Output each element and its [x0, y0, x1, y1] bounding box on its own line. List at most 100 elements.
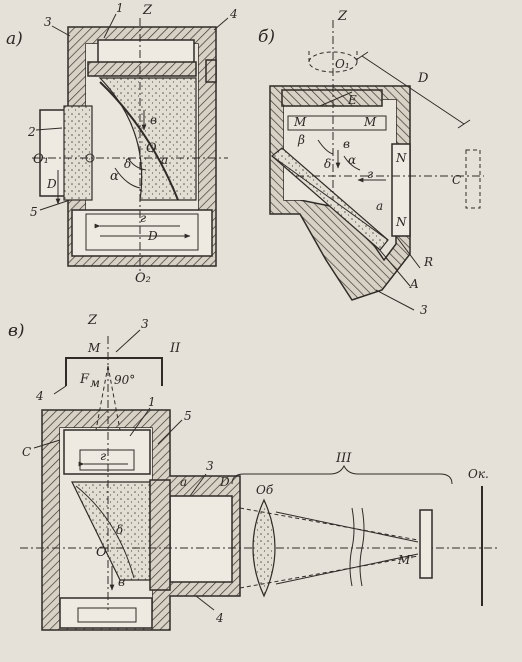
label-m-c: M	[87, 341, 101, 355]
label-a-b: a	[376, 199, 383, 213]
arc-delta-a	[127, 157, 147, 171]
leader-4top-c	[53, 385, 67, 395]
label-o1-b: O₁	[335, 57, 350, 71]
beam-lower2-c	[275, 553, 419, 585]
bottom-block-a	[71, 209, 213, 257]
panel-c-tag: в)	[8, 321, 25, 341]
break-mark2-c	[359, 507, 365, 587]
top-module-inner-c	[79, 449, 135, 471]
leader-a-b	[377, 247, 411, 287]
label-5-c: 5	[184, 409, 192, 423]
label-4-c: 4	[215, 611, 224, 625]
label-fm-sub-c: м	[90, 376, 100, 390]
label-ii-c: II	[169, 341, 181, 356]
bracket-top-c	[65, 357, 163, 386]
arc-beta-b	[317, 139, 334, 155]
e-ray-b	[319, 91, 353, 107]
top-mount-a	[87, 61, 197, 77]
leader-5-c	[157, 419, 183, 445]
break-mark1-c	[349, 507, 355, 587]
label-3top-c: 3	[141, 317, 149, 331]
n-block-b	[391, 143, 411, 237]
dim-d-line-b	[361, 55, 465, 125]
label-4top-c: 4	[35, 389, 44, 403]
bottom-plate-c	[59, 597, 153, 629]
label-r-b: R	[423, 255, 433, 269]
leader-4-c	[195, 595, 215, 611]
leader-c-c	[33, 439, 61, 449]
label-c-b: C	[452, 173, 461, 187]
left-lens-a	[63, 105, 93, 201]
label-aa-b: A	[409, 277, 419, 291]
label-g-b: г	[367, 167, 373, 181]
label-a-c: a	[180, 475, 187, 489]
arc-alpha-b	[343, 155, 361, 171]
label-iii-c: III	[335, 451, 352, 466]
label-b-b: в	[343, 137, 350, 151]
side-mount-c	[149, 479, 171, 591]
label-3-c: 3	[206, 459, 214, 473]
top-module-c	[63, 429, 151, 475]
panel-a-tag: а)	[6, 29, 23, 49]
label-beta-b: β	[297, 133, 305, 147]
label-b-c: в	[118, 575, 125, 589]
leader-3-c	[189, 473, 207, 497]
label-fm-c: F	[79, 372, 90, 387]
leader-1-a	[103, 13, 117, 39]
label-m2-b: M	[363, 115, 377, 129]
label-delta-a: δ	[124, 157, 131, 171]
label-o-a: O	[146, 141, 157, 156]
label-d-c: D	[219, 475, 230, 489]
label-d-left: D	[46, 177, 57, 191]
leader-3-b	[375, 289, 415, 311]
label-g-c: г	[100, 449, 106, 463]
label-alpha-b: α	[348, 153, 356, 167]
bottom-inner-a	[85, 213, 199, 251]
leader-2-a	[35, 127, 63, 131]
diagonal-edge-b	[271, 155, 389, 241]
label-n2-b: N	[395, 215, 407, 229]
label-d-bottom: D	[147, 229, 158, 243]
panel-b: б) Z O₁ E D M M β δ в α г a N N C R A 3	[258, 9, 484, 317]
beam-upper-c	[239, 507, 419, 541]
leader-5-a	[39, 199, 71, 211]
label-1-a: 1	[116, 1, 124, 15]
prism-curve-a	[99, 81, 179, 201]
panel-a: а) Z 1 3 4 2 5 O₁ D O O₂ α δ a в г D	[6, 1, 238, 286]
label-z-c: Z	[87, 313, 98, 328]
label-1-c: 1	[148, 395, 156, 409]
bottom-inner-c	[77, 607, 137, 623]
label-e-b: E	[347, 93, 357, 107]
c-box-b	[465, 149, 481, 209]
dim-d-tick1-b	[355, 51, 369, 61]
arc-alpha-a	[114, 167, 141, 189]
label-deg-c: 90°	[114, 373, 135, 387]
top-cover-b	[281, 89, 383, 107]
leader-r-b	[395, 235, 421, 269]
label-d-b: D	[417, 71, 429, 86]
label-ob-c: Об	[256, 483, 274, 497]
label-delta-b: δ	[324, 157, 331, 171]
label-n1-b: N	[395, 151, 407, 165]
dim-d-tick2-b	[457, 119, 471, 129]
right-nub-a	[205, 59, 217, 83]
label-5-a: 5	[30, 205, 38, 219]
label-2-a: 2	[27, 125, 36, 139]
brace-iii-c	[231, 464, 453, 485]
label-mprime-c: M'	[397, 553, 414, 567]
panel-c: в) Z 3 M F м 90° II 4 1 5 C г a 3 D III …	[8, 313, 500, 631]
label-o2-a: O₂	[135, 271, 151, 286]
focal-plate-c	[419, 509, 433, 579]
label-m1-b: M	[293, 115, 307, 129]
label-c-c: C	[22, 445, 31, 459]
label-delta-c: δ	[116, 523, 123, 537]
label-3-a: 3	[44, 15, 52, 29]
beam-upper2-c	[275, 511, 419, 543]
objective-lens-c	[252, 498, 276, 598]
leader-1-c	[129, 407, 151, 437]
prism-curve-c	[75, 485, 135, 579]
leader-4-a	[213, 17, 229, 31]
label-alpha-a: α	[110, 169, 119, 184]
m-plate-b	[287, 115, 387, 131]
